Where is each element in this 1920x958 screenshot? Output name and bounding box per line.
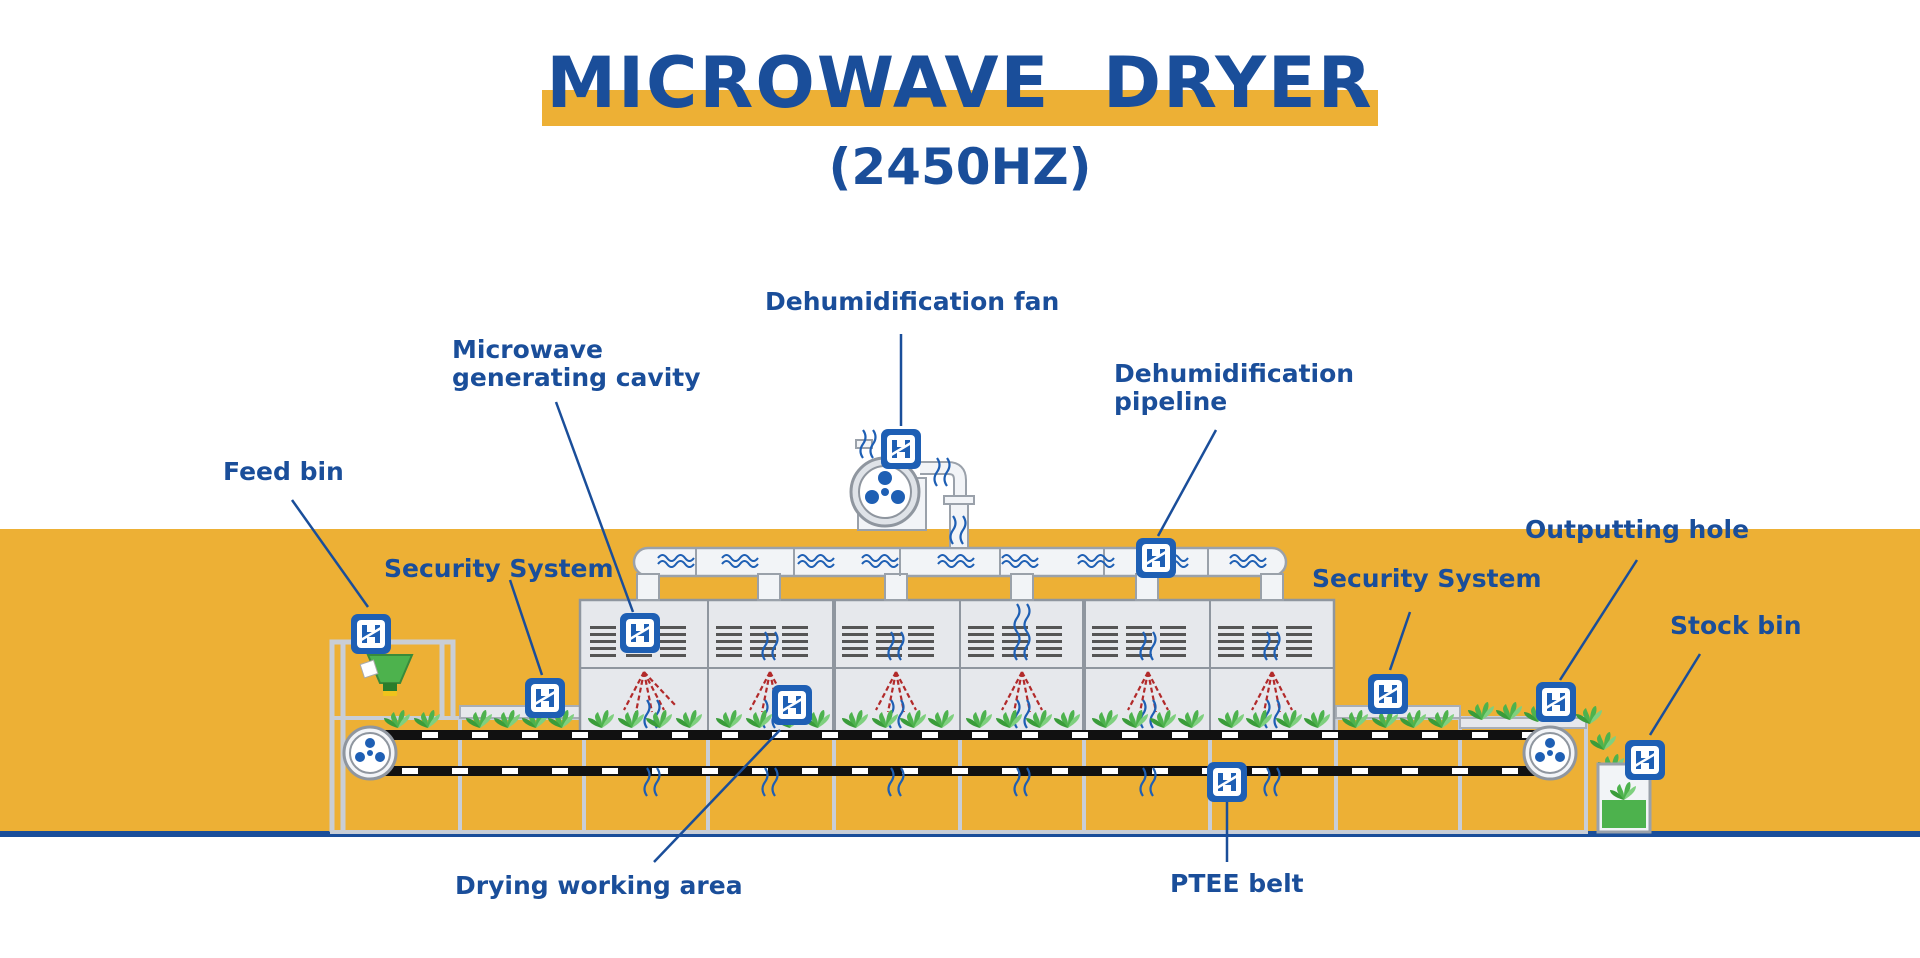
marker-dehumidification-pipeline-icon (1134, 536, 1178, 580)
marker-drying-working-area-icon (770, 683, 814, 727)
feed-hopper (359, 654, 414, 696)
marker-stock-bin-icon (1623, 738, 1667, 782)
label-microwave-cavity-line1: Microwave (452, 335, 603, 364)
label-pipeline-line2: pipeline (1114, 387, 1228, 416)
marker-ptee-belt-icon (1205, 760, 1249, 804)
ptee-belt (372, 730, 1548, 776)
label-microwave-cavity-line2: generating cavity (452, 363, 701, 392)
marker-security-system-right-icon (1366, 672, 1410, 716)
roller-right-icon (1522, 725, 1578, 781)
label-ptee-belt: PTEE belt (1170, 869, 1304, 898)
marker-microwave-cavity-icon (618, 611, 662, 655)
label-microwave-generating-cavity: Microwave generating cavity (452, 336, 701, 392)
label-security-system-right: Security System (1312, 564, 1542, 593)
label-stock-bin: Stock bin (1670, 611, 1802, 640)
label-feed-bin: Feed bin (223, 457, 344, 486)
marker-outputting-hole-icon (1534, 680, 1578, 724)
label-dehumidification-pipeline: Dehumidification pipeline (1114, 360, 1354, 416)
page-title-text: MICROWAVE DRYER (546, 42, 1374, 124)
marker-dehumidification-fan-icon (879, 427, 923, 471)
microwave-cavity-housing (578, 598, 1336, 734)
marker-feed-bin-icon (349, 612, 393, 656)
page-subtitle: (2450HZ) (828, 138, 1092, 196)
label-pipeline-line1: Dehumidification (1114, 359, 1355, 388)
title-block: MICROWAVE DRYER (0, 40, 1920, 126)
feed-bin-stand (329, 639, 456, 832)
label-security-system-left: Security System (384, 554, 614, 583)
page-title: MICROWAVE DRYER (542, 40, 1378, 126)
roller-left-icon (342, 725, 398, 781)
label-outputting-hole: Outputting hole (1525, 515, 1750, 544)
label-drying-working-area: Drying working area (455, 871, 743, 900)
leader-lines (290, 334, 1702, 863)
marker-security-system-left-icon (523, 676, 567, 720)
label-dehumidification-fan: Dehumidification fan (765, 287, 1060, 316)
